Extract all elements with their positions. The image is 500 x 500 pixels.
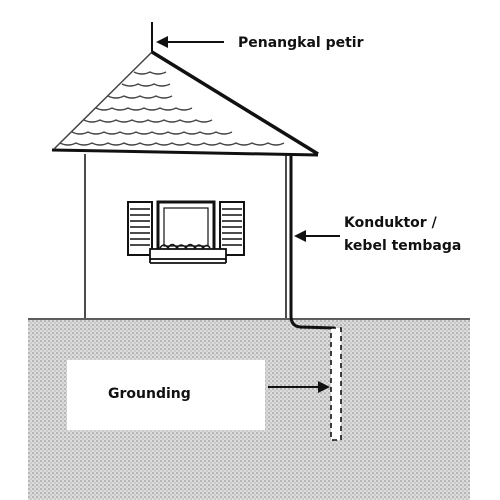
label-conductor-line1: Konduktor /: [344, 215, 437, 231]
flower-box: [149, 243, 227, 264]
roof-eave-line: [51, 148, 319, 157]
window: [127, 200, 245, 264]
house: [51, 50, 319, 318]
ground-rod: [330, 327, 342, 441]
window-pane: [163, 207, 209, 247]
label-lightning-rod: Penangkal petir: [238, 35, 364, 51]
window-shutter-right: [219, 201, 245, 256]
window-shutter-left: [127, 201, 153, 256]
copper-conductor-wire: [289, 156, 336, 330]
label-conductor-line2: kebel tembaga: [344, 238, 462, 254]
label-grounding: Grounding: [108, 386, 191, 402]
roof-right-edge: [151, 50, 319, 156]
roof-shape: [54, 52, 318, 154]
roof: [51, 50, 319, 157]
grounding-label-box: [67, 360, 265, 430]
arrow-conductor: [294, 230, 340, 242]
arrow-grounding: [268, 381, 330, 393]
roof-shingles: [59, 71, 285, 146]
roof-left-edge: [53, 51, 153, 150]
arrow-lightning-rod: [156, 36, 224, 48]
